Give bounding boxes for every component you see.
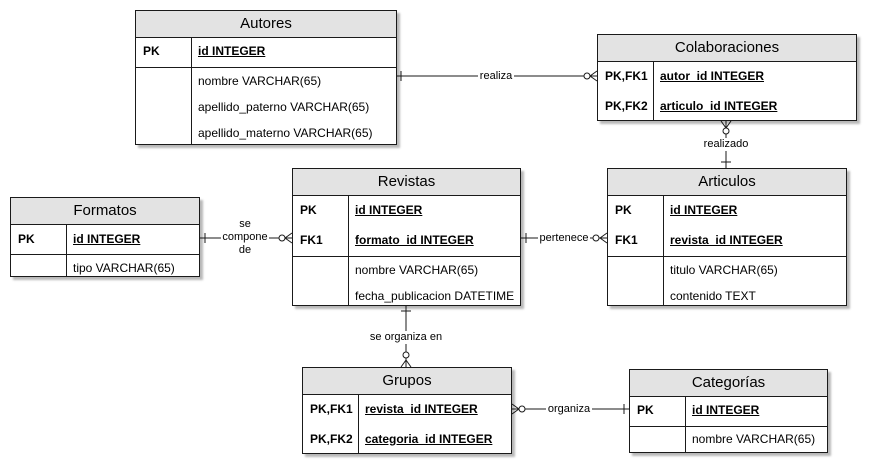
- label-realizado: realizado: [702, 138, 750, 151]
- divider: [608, 256, 846, 257]
- table-formatos[interactable]: Formatos PK id INTEGER tipo VARCHAR(65): [10, 197, 200, 277]
- categorias-nombre-field: nombre VARCHAR(65): [692, 432, 816, 446]
- table-categorias[interactable]: Categorías PK id INTEGER nombre VARCHAR(…: [629, 369, 828, 453]
- table-grupos-title: Grupos: [303, 368, 511, 395]
- articulos-revista-id-field: revista_id INTEGER: [670, 233, 783, 247]
- revistas-fecha-field: fecha_publicacion DATETIME: [355, 289, 515, 303]
- revistas-key-1: PK: [300, 203, 317, 217]
- table-articulos-title: Articulos: [608, 169, 846, 196]
- autores-apellido-paterno-field: apellido_paterno VARCHAR(65): [198, 100, 370, 114]
- pk-key: PK: [18, 232, 35, 246]
- divider: [11, 254, 199, 255]
- revistas-formato-id-field: formato_id INTEGER: [355, 233, 474, 247]
- colaboraciones-autor-id-field: autor_id INTEGER: [660, 69, 765, 83]
- label-organiza: organiza: [546, 403, 592, 416]
- articulos-key-2: FK1: [615, 233, 638, 247]
- revistas-nombre-field: nombre VARCHAR(65): [355, 263, 479, 277]
- label-realiza: realiza: [478, 70, 514, 83]
- divider: [191, 37, 192, 144]
- divider: [348, 195, 349, 305]
- label-se-organiza-en: se organiza en: [366, 331, 446, 344]
- divider: [136, 67, 396, 68]
- label-se-compone-de-line2: compone: [222, 231, 268, 243]
- pk-key: PK: [637, 403, 654, 417]
- revistas-key-2: FK1: [300, 233, 323, 247]
- colaboraciones-key-2: PK,FK2: [605, 99, 648, 113]
- articulos-id-field: id INTEGER: [670, 203, 738, 217]
- colaboraciones-key-1: PK,FK1: [605, 69, 648, 83]
- table-autores-title: Autores: [136, 11, 396, 38]
- label-se-compone-de: se compone de: [221, 218, 269, 257]
- divider: [653, 61, 654, 120]
- label-se-compone-de-line3: de: [238, 244, 252, 256]
- divider: [630, 426, 827, 427]
- table-colaboraciones[interactable]: Colaboraciones PK,FK1 autor_id INTEGER P…: [597, 34, 857, 121]
- table-articulos[interactable]: Articulos PK id INTEGER FK1 revista_id I…: [607, 168, 847, 306]
- table-autores[interactable]: Autores PK id INTEGER nombre VARCHAR(65)…: [135, 10, 397, 145]
- label-pertenece: pertenece: [538, 232, 590, 245]
- articulos-titulo-field: titulo VARCHAR(65): [670, 263, 778, 277]
- articulos-key-1: PK: [615, 203, 632, 217]
- pk-key: PK: [143, 44, 160, 58]
- autores-apellido-materno-field: apellido_materno VARCHAR(65): [198, 126, 373, 140]
- autores-nombre-field: nombre VARCHAR(65): [198, 74, 322, 88]
- divider: [685, 396, 686, 452]
- revistas-id-field: id INTEGER: [355, 203, 423, 217]
- table-grupos[interactable]: Grupos PK,FK1 revista_id INTEGER PK,FK2 …: [302, 367, 512, 454]
- divider: [66, 224, 67, 276]
- grupos-key-2: PK,FK2: [310, 432, 353, 446]
- table-categorias-title: Categorías: [630, 370, 827, 397]
- divider: [358, 394, 359, 453]
- categorias-id-field: id INTEGER: [692, 403, 760, 417]
- grupos-revista-id-field: revista_id INTEGER: [365, 402, 478, 416]
- colaboraciones-articulo-id-field: articulo_id INTEGER: [660, 99, 778, 113]
- table-formatos-title: Formatos: [11, 198, 199, 225]
- grupos-key-1: PK,FK1: [310, 402, 353, 416]
- divider: [293, 256, 520, 257]
- formatos-id-field: id INTEGER: [73, 232, 141, 246]
- table-revistas-title: Revistas: [293, 169, 520, 196]
- table-colaboraciones-title: Colaboraciones: [598, 35, 856, 62]
- divider: [663, 195, 664, 305]
- table-revistas[interactable]: Revistas PK id INTEGER FK1 formato_id IN…: [292, 168, 521, 306]
- formatos-tipo-field: tipo VARCHAR(65): [73, 261, 175, 275]
- autores-id-field: id INTEGER: [198, 44, 266, 58]
- edge-realizado: [720, 120, 732, 168]
- label-se-compone-de-line1: se: [239, 218, 251, 230]
- grupos-categoria-id-field: categoria_id INTEGER: [365, 432, 493, 446]
- articulos-contenido-field: contenido TEXT: [670, 289, 756, 303]
